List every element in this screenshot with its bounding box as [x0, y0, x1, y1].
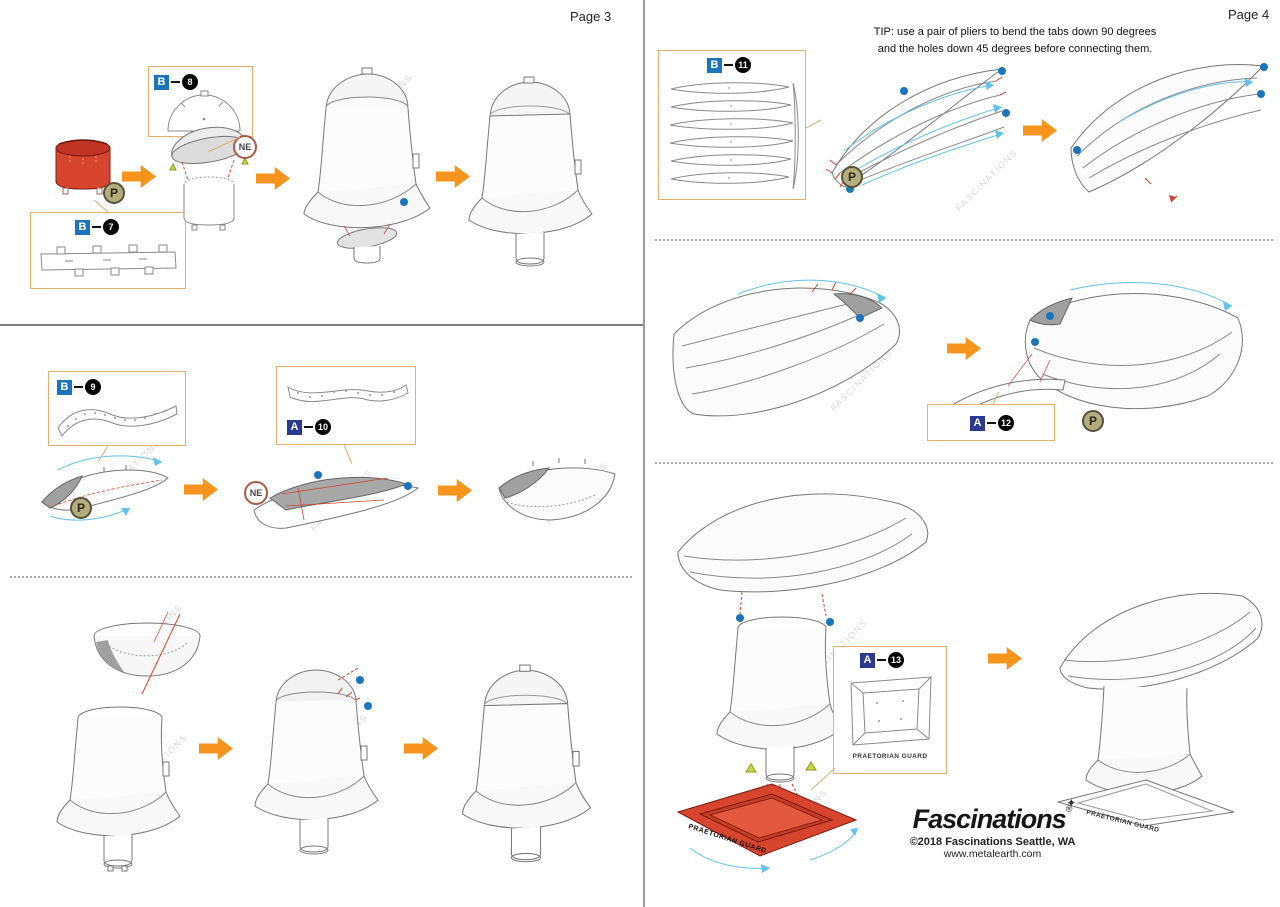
- part-number: 12: [998, 415, 1014, 431]
- section-divider-dotted: [10, 576, 632, 578]
- part-badge-b11: B 11: [707, 57, 751, 73]
- noglue-badge: NE: [233, 135, 257, 159]
- brand-name: Fascinations: [912, 804, 1067, 834]
- part-number: 13: [888, 652, 904, 668]
- sparkle-icon: ✦: [1066, 796, 1077, 810]
- part-badge-b7: B 7: [75, 219, 119, 235]
- step-arrow-icon: [256, 167, 290, 190]
- sheet-letter: B: [154, 74, 169, 90]
- pliers-badge: P: [841, 166, 863, 188]
- sheet-letter: B: [75, 219, 90, 235]
- badge-dash: [724, 64, 733, 66]
- part-badge-a13: A 13: [860, 652, 904, 668]
- website-text: www.metalearth.com: [943, 848, 1042, 860]
- drawing-crest-hood-with-band: [937, 282, 1243, 425]
- pliers-badge: P: [103, 182, 125, 204]
- tip-line-1: TIP: use a pair of pliers to bend the ta…: [873, 26, 1157, 38]
- brand-logo: Fascinations® ✦: [912, 796, 1077, 835]
- drawing-crest-complete: [1070, 63, 1268, 203]
- registered-mark: ®: [1065, 804, 1073, 814]
- part-drawing-crest-strip-a10: [287, 384, 409, 403]
- copyright-text: ©2018 Fascinations Seattle, WA: [909, 836, 1076, 848]
- part-box-a12: A 12: [927, 404, 1055, 441]
- part-box-a10: A 10: [276, 366, 416, 445]
- part-badge-b8: B 8: [154, 74, 198, 90]
- part-badge-b9: B 9: [57, 379, 101, 395]
- drawing-helmet-disc-step: [303, 67, 431, 264]
- part-badge-a10: A 10: [287, 419, 331, 435]
- sheet-letter: A: [860, 652, 875, 668]
- badge-dash: [74, 386, 83, 388]
- part-box-b7: B 7: [30, 212, 186, 289]
- badge-dash: [304, 426, 313, 428]
- drawing-finished-model: PRAETORIAN GUARD: [1056, 592, 1263, 834]
- badge-dash: [171, 81, 180, 83]
- part-drawing-base-plate: [850, 676, 932, 746]
- step-arrow-icon: [184, 478, 218, 501]
- noglue-badge: NE: [244, 481, 268, 505]
- drawing-visor-complete: [498, 458, 616, 521]
- sheet-letter: A: [970, 415, 985, 431]
- part-box-b9: B 9: [48, 371, 186, 446]
- sheet-letter: B: [57, 379, 72, 395]
- section-divider-dotted: [655, 239, 1273, 241]
- sheet-letter: B: [707, 57, 722, 73]
- step-arrow-icon: [404, 737, 438, 760]
- part-number: 8: [182, 74, 198, 90]
- drawing-crest-hood-left: [672, 279, 900, 417]
- step-arrow-icon: [988, 647, 1022, 670]
- page-3: Page 3 FASCINATIONS FASCINATIONS FASCINA…: [0, 9, 643, 872]
- page-divider: [643, 0, 645, 907]
- part-number: 7: [103, 219, 119, 235]
- drawing-open-body: [56, 706, 181, 872]
- drawing-cap-on-body: [254, 667, 379, 855]
- part-drawing-crest-ribs: [669, 82, 799, 190]
- step-arrow-icon: [199, 737, 233, 760]
- drawing-helmet-complete: [468, 76, 593, 267]
- part-box-a13: A 13 PRAETORIAN GUARD: [833, 646, 947, 774]
- drawing-helmet-complete-2: [461, 664, 592, 863]
- tip-text: TIP: use a pair of pliers to bend the ta…: [845, 24, 1185, 57]
- badge-dash: [987, 422, 996, 424]
- footer: Fascinations® ✦ ©2018 Fascinations Seatt…: [895, 796, 1090, 860]
- step-arrow-icon: [1023, 119, 1057, 142]
- badge-dash: [92, 226, 101, 228]
- section-divider: [0, 324, 643, 326]
- part-number: 11: [735, 57, 751, 73]
- part-drawing-crest-strip-b9: [57, 405, 178, 437]
- page-number-label: Page 4: [1228, 7, 1270, 22]
- part-badge-a12: A 12: [970, 415, 1014, 431]
- pliers-badge: P: [1082, 410, 1104, 432]
- drawing-visor-start: [41, 455, 169, 521]
- part-box-b11: B 11: [658, 50, 806, 200]
- drawing-red-band-cylinder: [55, 139, 111, 195]
- drawing-bowl-cap: [93, 611, 201, 695]
- part-number: 10: [315, 419, 331, 435]
- badge-dash: [877, 659, 886, 661]
- sheet-letter: A: [287, 419, 302, 435]
- drawing-crest-fan-assembly: [825, 67, 1010, 193]
- tip-line-2: and the holes down 45 degrees before con…: [877, 42, 1153, 55]
- base-plate-label: PRAETORIAN GUARD: [852, 753, 928, 760]
- section-divider-dotted: [655, 462, 1273, 464]
- drawing-final-exploded-assembly: PRAETORIAN GUARD: [676, 493, 929, 873]
- part-number: 9: [85, 379, 101, 395]
- page-number-label: Page 3: [570, 9, 612, 24]
- pliers-badge: P: [70, 497, 92, 519]
- step-arrow-icon: [438, 479, 472, 502]
- drawing-visor-joining: [253, 471, 420, 529]
- step-arrow-icon: [122, 165, 156, 188]
- part-drawing-band-strip: [40, 244, 177, 277]
- page-4: Page 4 TIP: use a pair of pliers to bend…: [645, 0, 1280, 907]
